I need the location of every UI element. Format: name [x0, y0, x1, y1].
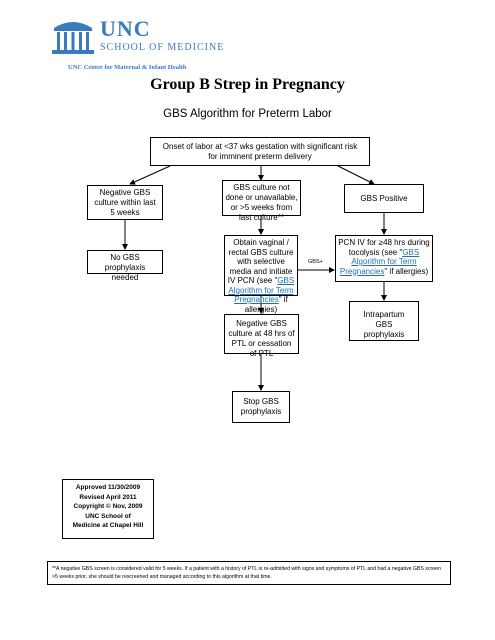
gbs-plus-label: GBS+	[308, 259, 323, 265]
footnote-box: **A negative GBS screen is considered va…	[47, 561, 451, 585]
term-algorithm-link-2[interactable]: GBS Algorithm for Term Pregnancies	[339, 247, 420, 276]
pcn-iv-text: PCN IV for ≥48 hrs during tocolysis (see…	[338, 238, 430, 257]
negative-culture-box: Negative GBS culture at 48 hrs of PTL or…	[224, 314, 299, 358]
old-well-icon	[52, 22, 94, 54]
approval-line-4: UNC School of	[85, 512, 131, 520]
approval-line-1: Approved 11/30/2009	[75, 484, 141, 491]
pcn-iv-allergies: " if allergies)	[384, 266, 429, 276]
no-prophylaxis-box: No GBS prophylaxis needed	[87, 250, 163, 282]
obtain-culture-see: (see "	[256, 276, 278, 285]
term-algorithm-link[interactable]: GBS Algorithm for Term Pregnancies	[228, 276, 295, 304]
center-name: UNC Center for Maternal & Infant Health	[68, 64, 187, 71]
page-subtitle: GBS Algorithm for Preterm Labor	[163, 108, 332, 120]
obtain-culture-text: Obtain vaginal / rectal GBS culture with…	[227, 238, 294, 285]
obtain-culture-allergies: " if allergies)	[244, 295, 288, 314]
unc-logo: UNC SCHOOL OF MEDICINE	[50, 14, 223, 64]
page-title: Group B Strep in Pregnancy	[150, 76, 345, 93]
pcn-iv-box: PCN IV for ≥48 hrs during tocolysis (see…	[335, 235, 433, 282]
approval-line-2: Revised April 2011	[79, 493, 137, 501]
approval-box: Approved 11/30/2009 Revised April 2011 C…	[62, 479, 154, 539]
logo-school: SCHOOL OF MEDICINE	[100, 42, 225, 53]
stop-prophylaxis-box: Stop GBS prophylaxis	[232, 391, 290, 423]
onset-box: Onset of labor at <37 wks gestation with…	[150, 137, 370, 166]
culture-not-done-box: GBS culture not done or unavailable, or …	[222, 180, 301, 222]
logo-unc: UNC	[100, 16, 151, 41]
negative-gbs-box: Negative GBS culture within last 5 weeks	[87, 185, 163, 220]
approval-line-3: Copyright © Nov, 2009	[73, 503, 143, 510]
approval-line-5: Medicine at Chapel Hill	[72, 522, 144, 529]
obtain-culture-box: Obtain vaginal / rectal GBS culture with…	[224, 235, 298, 314]
arrow-onset-positive	[337, 165, 375, 185]
intrapartum-box: Intrapartum GBS prophylaxis	[349, 301, 419, 341]
arrow-onset-negative	[129, 165, 171, 185]
gbs-positive-box: GBS Positive	[344, 184, 424, 213]
